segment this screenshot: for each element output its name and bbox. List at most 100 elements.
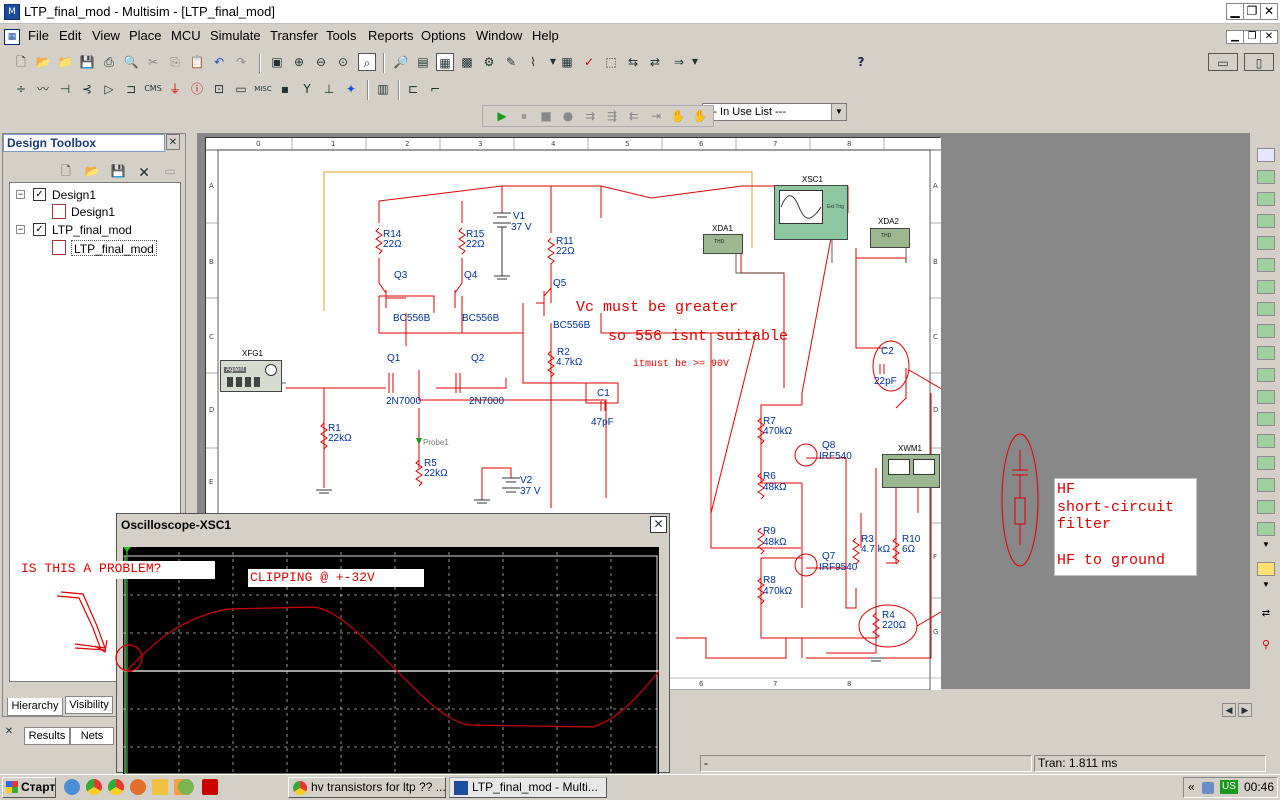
find-icon[interactable]: 🔎	[393, 55, 409, 69]
print-preview-icon[interactable]: 🔍	[123, 55, 139, 69]
oscilloscope-icon[interactable]	[1257, 214, 1275, 228]
firefox-icon[interactable]	[130, 779, 146, 795]
rename-icon[interactable]: ▭	[164, 164, 176, 178]
hierarchical-block-icon[interactable]: ▥	[377, 82, 389, 96]
tray-expand-icon[interactable]: «	[1188, 780, 1195, 794]
mixed-icon[interactable]: ⓘ	[190, 82, 203, 96]
zoom-out-icon[interactable]: ⊖	[315, 55, 327, 69]
source-icon[interactable]: ÷	[15, 82, 27, 96]
wire-icon[interactable]: ⌐	[429, 82, 441, 96]
logic-analyzer-icon[interactable]	[1257, 324, 1275, 338]
logic-converter-icon[interactable]	[1257, 346, 1275, 360]
current-probe-icon[interactable]: ⚲	[1257, 638, 1275, 652]
power-icon[interactable]: ▭	[235, 82, 247, 96]
close-design-icon[interactable]: 🗙	[139, 164, 149, 178]
function-generator-xfg1[interactable]: Agilent	[220, 360, 282, 392]
network-analyzer-icon[interactable]	[1257, 434, 1275, 448]
cmos-icon[interactable]: CMS	[144, 84, 162, 93]
hand-icon[interactable]: ✋	[670, 109, 686, 123]
tab-hierarchy[interactable]: Hierarchy	[7, 698, 63, 716]
grid-icon[interactable]: ▩	[461, 55, 473, 69]
acrobat-icon[interactable]	[202, 779, 218, 795]
remove-breakpoints-icon[interactable]: ✋	[692, 109, 708, 123]
rf-icon[interactable]: Y	[303, 82, 311, 96]
menu-view[interactable]: View	[92, 28, 120, 43]
doc-restore-button[interactable]: ❐	[1243, 30, 1261, 44]
wattmeter-icon[interactable]	[1257, 192, 1275, 206]
start-button[interactable]: Старт	[2, 777, 56, 798]
tree-item-design1-sheet[interactable]: Design1	[71, 205, 116, 219]
menu-edit[interactable]: Edit	[59, 28, 82, 43]
oscilloscope-window[interactable]: Oscilloscope-XSC1 ✕	[116, 513, 670, 774]
forward-annotate-icon[interactable]: ⇄	[649, 55, 661, 69]
collapse-icon[interactable]: −	[16, 224, 25, 234]
component-wizard-icon[interactable]: ✎	[505, 55, 517, 69]
zoom-in-icon[interactable]: ⊕	[293, 55, 305, 69]
minimize-button[interactable]: ▁	[1226, 3, 1244, 20]
oscilloscope-screen[interactable]	[123, 547, 659, 774]
step-out-icon[interactable]: ⇇	[628, 109, 640, 123]
open-sample-icon[interactable]: 📁	[57, 55, 73, 69]
tree-item-design1[interactable]: Design1	[52, 188, 97, 202]
erc-icon[interactable]: ✓	[583, 55, 595, 69]
chevron-down-icon[interactable]: ▼	[1257, 540, 1275, 554]
language-indicator[interactable]: US	[1220, 780, 1238, 794]
spectrum-analyzer-icon[interactable]	[1257, 412, 1275, 426]
toolbox-close-icon[interactable]: ✕	[166, 134, 180, 150]
menu-reports[interactable]: Reports	[368, 28, 414, 43]
word-generator-icon[interactable]	[1257, 302, 1275, 316]
tab-results[interactable]: Results	[24, 727, 70, 745]
database-icon[interactable]: ⚙	[483, 55, 495, 69]
checkbox-ltp-final-mod[interactable]: ✓	[33, 223, 46, 236]
menu-help[interactable]: Help	[532, 28, 559, 43]
taskbar-item-multisim[interactable]: LTP_final_mod - Multi...	[449, 777, 607, 798]
pause-icon[interactable]: ⏸	[520, 109, 527, 123]
chrome-icon[interactable]	[86, 779, 102, 795]
transistor-icon[interactable]: ⊰	[81, 82, 93, 96]
mcu-icon[interactable]: ✦	[345, 82, 357, 96]
menu-place[interactable]: Place	[129, 28, 162, 43]
layout-view-icon[interactable]: ▯	[1244, 53, 1274, 71]
spreadsheet-view-icon[interactable]: ▦	[436, 53, 454, 71]
chevron-down-icon[interactable]: ▼	[1257, 580, 1275, 594]
zoom-fit-icon[interactable]: ⌕	[358, 53, 376, 71]
back-annotate-icon[interactable]: ⇆	[627, 55, 639, 69]
folder-icon[interactable]	[152, 779, 168, 795]
four-channel-oscilloscope-icon[interactable]	[1257, 236, 1275, 250]
breakpoint-icon[interactable]: ●	[562, 109, 574, 123]
step-over-icon[interactable]: ⇶	[606, 109, 618, 123]
tab-nets[interactable]: Nets	[70, 727, 114, 745]
results-close-icon[interactable]: ✕	[4, 726, 14, 737]
grapher-dropdown-icon[interactable]: ▼	[549, 57, 557, 66]
zoom-area-icon[interactable]: ⊙	[337, 55, 349, 69]
doc-minimize-button[interactable]: ▁	[1226, 30, 1244, 44]
electromechanical-icon[interactable]: ⊥	[323, 82, 335, 96]
restore-button[interactable]: ❐	[1243, 3, 1261, 20]
tektronix-oscilloscope-icon[interactable]	[1257, 522, 1275, 536]
advanced-peripherals-icon[interactable]: ▪	[280, 82, 290, 96]
agilent-oscilloscope-icon[interactable]	[1257, 500, 1275, 514]
full-screen-icon[interactable]: ▣	[271, 55, 283, 69]
document-icon[interactable]: ▦	[4, 29, 20, 45]
redo-icon[interactable]: ↷	[235, 55, 247, 69]
media-player-icon[interactable]	[178, 779, 194, 795]
grapher-icon[interactable]: ⌇	[530, 55, 536, 69]
bus-icon[interactable]: ⊏	[407, 82, 419, 96]
instruments-view-icon[interactable]: ▭	[1208, 53, 1238, 71]
step-into-icon[interactable]: ⇉	[584, 109, 596, 123]
agilent-multimeter-icon[interactable]	[1257, 478, 1275, 492]
menu-mcu[interactable]: MCU	[171, 28, 201, 43]
scope-close-icon[interactable]: ✕	[650, 516, 667, 533]
toolbox-toggle-icon[interactable]: ▤	[417, 55, 429, 69]
scroll-left-icon[interactable]: ◀	[1222, 703, 1236, 717]
multisim-app-icon[interactable]: M	[4, 4, 20, 20]
misc-icon[interactable]: MISC	[254, 85, 272, 93]
menu-simulate[interactable]: Simulate	[210, 28, 261, 43]
multimeter-icon[interactable]	[1257, 148, 1275, 162]
ttl-icon[interactable]: ⊐	[125, 82, 137, 96]
print-icon[interactable]: ⎙	[104, 55, 114, 69]
scroll-right-icon[interactable]: ▶	[1238, 703, 1252, 717]
open-design-icon[interactable]: 📂	[84, 164, 100, 178]
function-generator-icon[interactable]	[1257, 170, 1275, 184]
oscilloscope-xsc1[interactable]: Ext Trig	[774, 185, 848, 240]
